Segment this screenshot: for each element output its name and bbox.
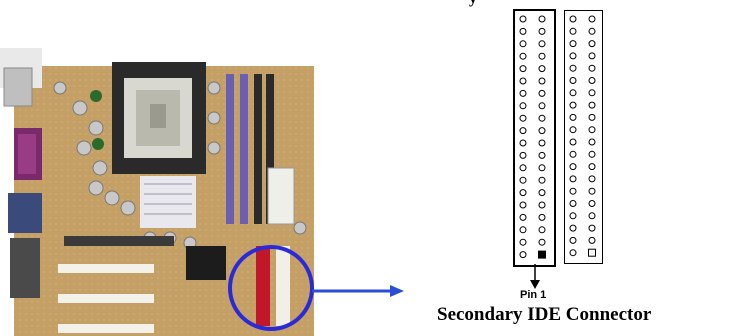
pin (569, 77, 577, 84)
pin (538, 15, 546, 23)
pin (569, 163, 577, 171)
pin (519, 176, 527, 184)
pin (588, 138, 596, 146)
pin (588, 64, 596, 72)
pin1-pointer-arrow (530, 264, 540, 289)
pin (588, 126, 596, 134)
pin (569, 150, 577, 158)
pin (569, 249, 577, 257)
pin (519, 77, 527, 85)
pin (538, 27, 546, 35)
pin (569, 187, 577, 195)
pin (588, 150, 596, 158)
pin (588, 40, 596, 48)
pin (538, 127, 546, 135)
pin (538, 139, 546, 147)
pin (569, 138, 577, 146)
pin (538, 189, 546, 197)
pin (538, 114, 546, 122)
pin (588, 77, 596, 84)
pin (569, 40, 577, 48)
pin (519, 40, 527, 48)
pin (538, 65, 546, 73)
pin (569, 175, 577, 183)
pin (519, 151, 527, 159)
pin (519, 102, 527, 110)
pin (519, 52, 527, 60)
pin (538, 151, 546, 159)
pin (588, 175, 596, 183)
pin (588, 236, 596, 244)
pin (588, 187, 596, 195)
pin1-label: Pin 1 (520, 289, 547, 301)
pin (519, 139, 527, 147)
motherboard-photo (0, 48, 330, 336)
pin (519, 27, 527, 35)
pin (569, 113, 577, 121)
pin (588, 52, 596, 60)
pin (588, 101, 596, 109)
pin (519, 15, 527, 23)
pin (569, 236, 577, 244)
connector-caption: Secondary IDE Connector (437, 304, 652, 325)
pin (538, 238, 546, 246)
pin (538, 52, 546, 60)
pin (538, 176, 546, 184)
ide-connector-primary-diagram (513, 9, 556, 267)
pin (519, 114, 527, 122)
pin (569, 27, 577, 35)
clipped-heading: y (469, 0, 477, 8)
pin (569, 52, 577, 60)
pin (519, 226, 527, 234)
pin-marker (538, 250, 546, 259)
pin (538, 89, 546, 97)
pin (588, 89, 596, 97)
pin (569, 212, 577, 220)
pin (569, 64, 577, 72)
pin (588, 224, 596, 232)
pin (569, 200, 577, 207)
pin (588, 212, 596, 220)
pin (569, 101, 577, 109)
pin (519, 65, 527, 73)
pin (519, 127, 527, 135)
pin (588, 15, 596, 23)
pin (538, 213, 546, 221)
pin (519, 251, 527, 259)
pin (538, 201, 546, 209)
pin-marker (588, 248, 596, 257)
pin (538, 164, 546, 172)
pin (588, 163, 596, 171)
pin (538, 102, 546, 110)
pin (569, 15, 577, 23)
pin (588, 27, 596, 35)
pin (519, 89, 527, 97)
pin (538, 40, 546, 48)
pin (519, 238, 527, 246)
pin (519, 189, 527, 197)
pin (588, 113, 596, 121)
pin (588, 200, 596, 207)
pin (569, 89, 577, 97)
pin (519, 201, 527, 209)
ide-connector-secondary-diagram (564, 10, 603, 264)
pin (519, 164, 527, 172)
pin (519, 213, 527, 221)
pin (538, 77, 546, 85)
pin (569, 224, 577, 232)
pin (538, 226, 546, 234)
pin (569, 126, 577, 134)
